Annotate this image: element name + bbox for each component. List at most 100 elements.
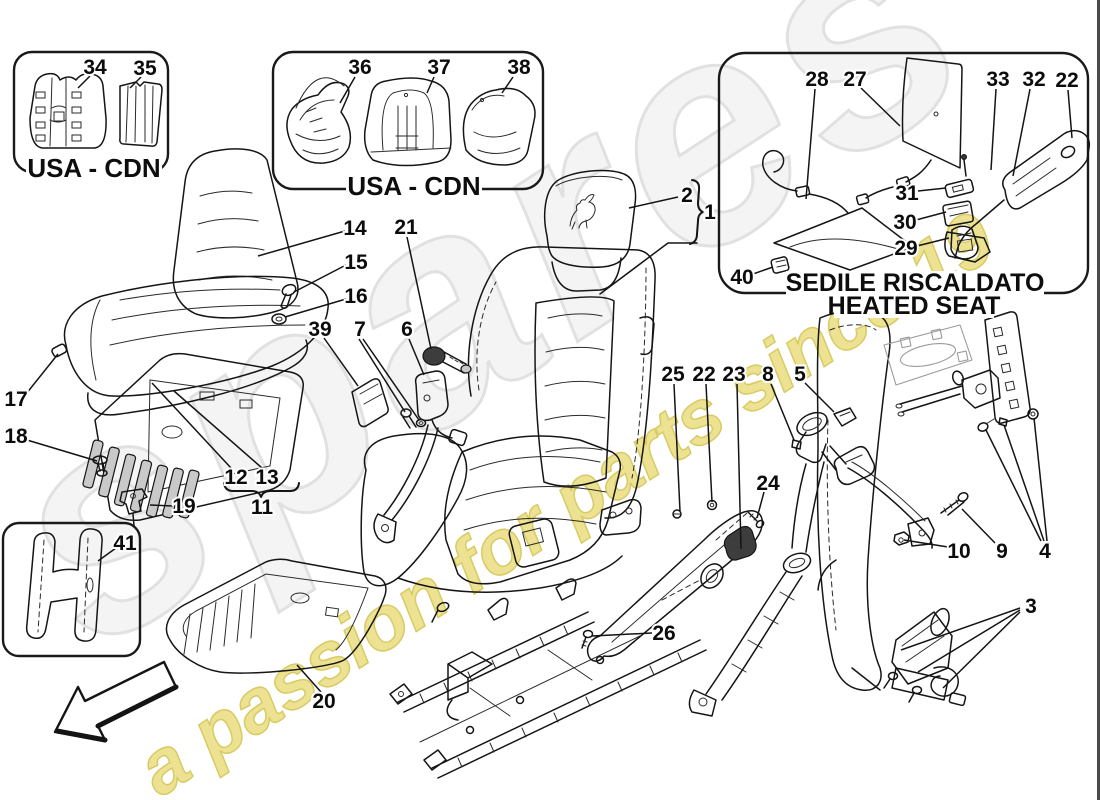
child-seat-38 (462, 87, 536, 166)
screw-26 (582, 629, 594, 639)
callout-20[interactable]: 20 (310, 688, 337, 715)
callout-23[interactable]: 23 (720, 361, 747, 388)
callout-40[interactable]: 40 (728, 264, 755, 291)
relay-30 (942, 200, 974, 227)
leader-line-23 (736, 383, 742, 550)
bolt-4a (977, 422, 989, 432)
leader-line-16 (284, 298, 347, 318)
bracket-19 (119, 488, 148, 527)
leader-line-4 (1003, 424, 1045, 542)
callout-3[interactable]: 3 (1023, 593, 1039, 620)
callout-36[interactable]: 36 (346, 54, 373, 81)
clip-17 (51, 343, 68, 358)
callout-2[interactable]: 2 (679, 182, 695, 209)
leader-line-24 (756, 491, 765, 519)
callout-31[interactable]: 31 (893, 180, 921, 207)
ladder-plate (984, 311, 1031, 424)
screw-25-target (672, 509, 682, 519)
callout-33[interactable]: 33 (984, 66, 1011, 93)
callout-24[interactable]: 24 (754, 470, 782, 497)
callout-16[interactable]: 16 (342, 283, 369, 310)
callout-1[interactable]: 1 (702, 199, 718, 226)
callout-38[interactable]: 38 (505, 54, 533, 81)
callout-8[interactable]: 8 (760, 361, 776, 388)
label-bg (786, 271, 1044, 295)
seat-belt-assembly (688, 407, 876, 717)
actuator-motor (961, 369, 1001, 409)
callout-17[interactable]: 17 (2, 386, 29, 413)
leader-line-19 (149, 504, 174, 507)
leader-line-33 (990, 88, 997, 171)
callout-11[interactable]: 11 (249, 494, 276, 521)
heated-backrest-pad-27 (855, 57, 963, 206)
leader-line-15 (293, 264, 347, 293)
leader-line-13 (173, 390, 263, 469)
callout-41[interactable]: 41 (111, 530, 139, 557)
callout-22[interactable]: 22 (690, 361, 717, 388)
callout-5[interactable]: 5 (792, 361, 808, 388)
leader-line-10 (903, 539, 949, 548)
callout-37[interactable]: 37 (425, 54, 452, 81)
leader-line-41 (97, 547, 117, 562)
callout-21[interactable]: 21 (392, 214, 420, 241)
sensor-31 (944, 154, 975, 199)
belt-buckle-6 (373, 370, 468, 544)
callout-28[interactable]: 28 (803, 66, 831, 93)
callout-26[interactable]: 26 (650, 620, 677, 647)
leader-line-28 (805, 88, 816, 200)
prancing-horse-logo (569, 194, 596, 230)
leader-line-4 (985, 429, 1042, 542)
callout-12[interactable]: 12 (222, 464, 249, 491)
callout-34[interactable]: 34 (81, 54, 109, 81)
callout-35[interactable]: 35 (131, 55, 159, 82)
armrest-rail-22 (950, 129, 1091, 260)
page-right-edge (1097, 0, 1100, 800)
belt-guide-5 (833, 407, 857, 427)
callout-15[interactable]: 15 (342, 249, 370, 276)
usa-cdn-middle-label: USA - CDN (347, 171, 480, 201)
callout-19[interactable]: 19 (170, 493, 197, 520)
callout-30[interactable]: 30 (891, 209, 918, 236)
callout-39[interactable]: 39 (306, 316, 333, 343)
callout-22[interactable]: 22 (1053, 67, 1080, 94)
callout-25[interactable]: 25 (659, 361, 687, 388)
washer-4c (1027, 408, 1039, 420)
leader-line-2 (628, 196, 679, 209)
base-trim-pan-20 (165, 558, 387, 674)
center-seat (360, 169, 718, 593)
leader-line-8 (770, 383, 795, 441)
heating-pad-34 (29, 72, 107, 149)
callout-9[interactable]: 9 (994, 538, 1010, 565)
trim-inset-box (1, 521, 142, 658)
bolt-9 (957, 492, 969, 502)
leader-line-3 (900, 607, 1021, 651)
leader-line-31 (917, 187, 947, 192)
callout-13[interactable]: 13 (253, 464, 280, 491)
nut-10 (893, 531, 910, 546)
brace-headrest-1-2 (689, 179, 704, 245)
leader-line-12 (151, 382, 232, 469)
leader-line-22 (705, 383, 713, 503)
callout-6[interactable]: 6 (399, 316, 415, 343)
leader-line-40 (752, 266, 774, 275)
callout-27[interactable]: 27 (841, 66, 868, 93)
nut-4b (998, 417, 1008, 427)
direction-arrow (53, 660, 179, 743)
callout-10[interactable]: 10 (945, 538, 972, 565)
brace-1-leader (599, 242, 698, 295)
callout-7[interactable]: 7 (352, 316, 368, 343)
leader-line-30 (915, 211, 947, 221)
callout-14[interactable]: 14 (341, 215, 369, 242)
leader-line-35 (129, 76, 142, 89)
label-bg (834, 295, 994, 318)
screw-15 (280, 283, 297, 310)
cushion-center (443, 435, 622, 585)
callout-29[interactable]: 29 (892, 235, 919, 262)
leader-line-21 (406, 236, 432, 350)
heated-seat-label-en: HEATED SEAT (828, 292, 1001, 320)
callout-4[interactable]: 4 (1037, 538, 1053, 565)
heated-cushion-pad-28 (762, 149, 914, 271)
callout-32[interactable]: 32 (1020, 66, 1047, 93)
callout-18[interactable]: 18 (2, 423, 30, 450)
